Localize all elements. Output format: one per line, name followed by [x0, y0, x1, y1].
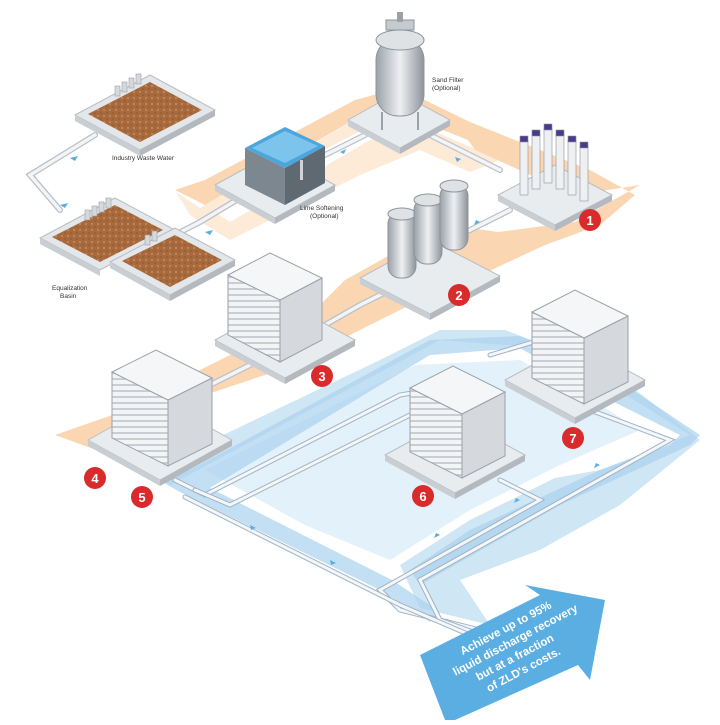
sand-filter-unit: [346, 12, 452, 154]
badge-3: 3: [311, 365, 333, 387]
ultrafiltration-unit: [496, 123, 614, 231]
label-lime-optional: (Optional): [310, 213, 339, 220]
flow-arrows: [60, 149, 600, 565]
badge-7-label: 7: [569, 431, 576, 446]
ro-skid-6: [383, 365, 527, 499]
label-sand-optional: (Optional): [432, 85, 461, 92]
label-sand-filter: Sand Filter: [432, 77, 464, 84]
waste-water-basin: [73, 73, 217, 156]
multimedia-tanks-unit: [358, 179, 502, 320]
ro-skid-3: [213, 252, 357, 384]
label-waste-water: Industry Waste Water: [112, 155, 175, 162]
badge-4-label: 4: [91, 471, 99, 486]
equalization-basin: [38, 197, 237, 301]
badge-2-label: 2: [455, 288, 462, 303]
badge-5-label: 5: [138, 490, 145, 505]
badge-3-label: 3: [318, 369, 325, 384]
badge-1: 1: [579, 209, 601, 231]
badge-7: 7: [562, 427, 584, 449]
ro-skid-4: [86, 349, 234, 486]
badge-1-label: 1: [586, 213, 593, 228]
badge-6-label: 6: [419, 489, 426, 504]
label-basin: Basin: [60, 293, 77, 300]
badge-6: 6: [412, 485, 434, 507]
label-equalization: Equalization: [52, 285, 88, 292]
badge-4: 4: [84, 467, 106, 489]
badge-5: 5: [131, 486, 153, 508]
badge-2: 2: [448, 284, 470, 306]
label-lime-softening: Lime Softening: [300, 205, 344, 212]
lime-softening-unit: [213, 127, 337, 224]
ro-skid-7: [503, 289, 647, 424]
